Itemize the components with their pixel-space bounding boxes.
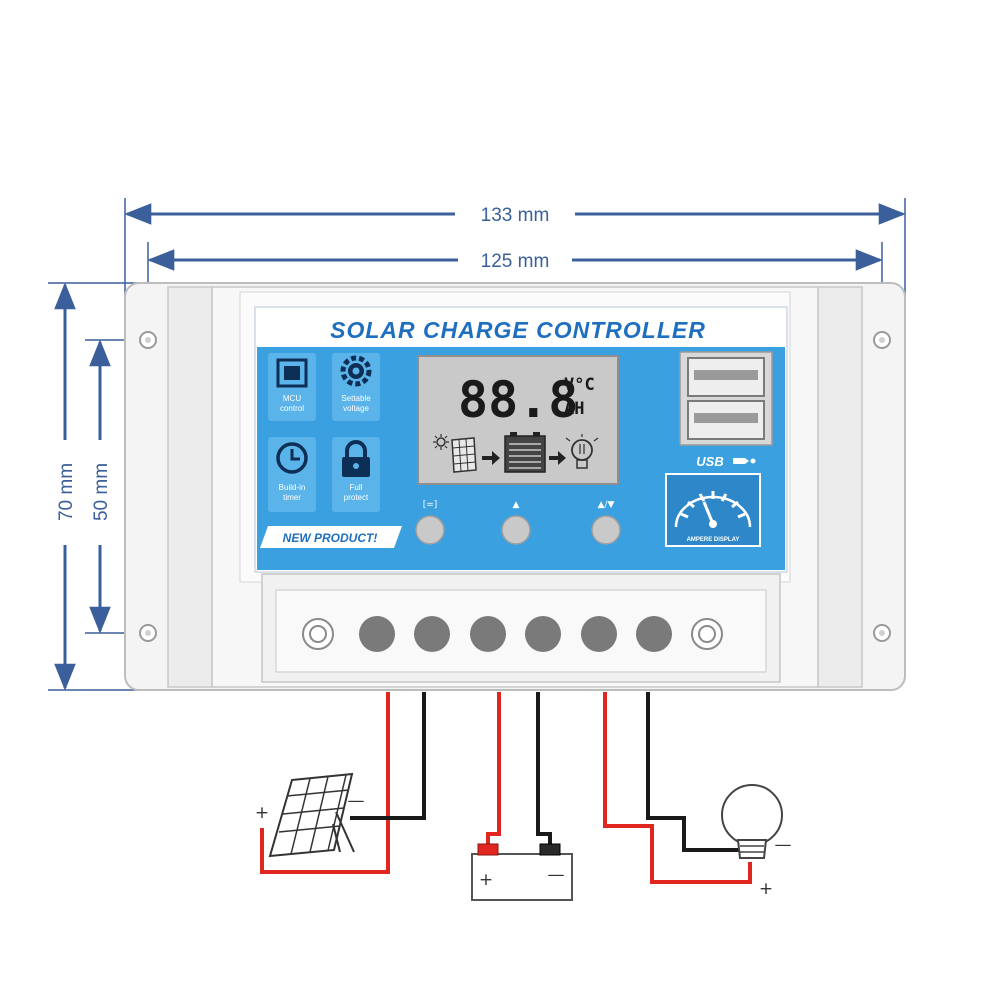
wiring (260, 692, 752, 884)
feature-timer-line1: Build-in (279, 483, 306, 492)
feature-timer-line2: timer (283, 493, 301, 502)
lcd-unit-top: V°C (564, 375, 595, 395)
lcd-display: 88.8 V°C AH (417, 355, 619, 485)
feature-mcu-line1: MCU (283, 394, 301, 403)
wire-battery-positive (486, 692, 501, 846)
wire-battery-negative (536, 692, 552, 846)
dimension-outer-width: 133 mm (124, 203, 906, 226)
mounting-holes (139, 331, 891, 642)
terminal-battery-plus[interactable] (470, 616, 506, 652)
faceplate: SOLAR CHARGE CONTROLLER MCU control Sett… (254, 306, 788, 573)
feature-settable-line2: voltage (343, 404, 369, 413)
ampere-label: AMPERE DISPLAY (687, 537, 740, 543)
solar-panel-illustration (268, 772, 355, 858)
lcd-digits: 88.8 (458, 371, 578, 429)
up-arrow-icon: ▲ (513, 500, 520, 510)
dimension-annotations: 133 mm 125 mm 70 mm 50 mm (48, 198, 906, 691)
menu-icon: [=] (423, 500, 438, 510)
inner-height-label: 50 mm (91, 463, 112, 521)
usb-label: USB (696, 454, 723, 469)
feature-settable-voltage: Settable voltage (332, 353, 380, 421)
terminal-solar-minus[interactable] (414, 616, 450, 652)
terminal-solar-plus[interactable] (359, 616, 395, 652)
ampere-gauge: AMPERE DISPLAY (665, 473, 761, 547)
inner-width-label: 125 mm (481, 251, 550, 272)
sun-icon (433, 434, 449, 450)
feature-mcu-line2: control (280, 404, 304, 413)
load-negative-label: — (775, 835, 792, 855)
solar-positive-label: + (255, 803, 269, 823)
lcd-unit-bottom: AH (564, 399, 584, 419)
usb-plug-icon (733, 458, 749, 464)
badge-label: NEW PRODUCT! (283, 531, 378, 545)
terminal-load-plus[interactable] (581, 616, 617, 652)
feature-protect-line1: Full (350, 483, 363, 492)
new-product-badge: NEW PRODUCT! (260, 526, 402, 548)
control-buttons: [=] ▲ ▲/▼ (415, 500, 621, 545)
battery-illustration (471, 843, 573, 901)
outer-height-label: 70 mm (56, 463, 77, 521)
dimension-outer-height: 70 mm (54, 282, 77, 691)
side-screw-left (302, 618, 334, 650)
outer-width-label: 133 mm (481, 205, 550, 226)
chip-icon (276, 358, 308, 388)
feature-settable-line1: Settable (341, 394, 371, 403)
battery-icon (504, 432, 546, 473)
side-screw-right (691, 618, 723, 650)
feature-timer: Build-in timer (268, 437, 316, 512)
battery-positive-label: + (479, 870, 493, 890)
dimension-inner-height: 50 mm (89, 339, 112, 634)
terminal-battery-minus[interactable] (525, 616, 561, 652)
wire-solar-negative (350, 692, 426, 820)
wire-load-positive (603, 692, 752, 884)
wire-load-negative (646, 692, 746, 852)
up-down-button[interactable] (591, 515, 621, 545)
solar-panel-icon (451, 437, 477, 473)
up-button[interactable] (501, 515, 531, 545)
arrow-right-icon (482, 451, 500, 465)
arrow-right-icon (549, 451, 566, 465)
dimension-inner-width: 125 mm (147, 249, 883, 272)
battery-negative-label: — (548, 865, 565, 885)
terminal-load-minus[interactable] (636, 616, 672, 652)
gear-icon (340, 355, 372, 387)
lock-icon (342, 440, 370, 477)
up-down-icon: ▲/▼ (598, 500, 615, 510)
clock-icon (276, 442, 308, 474)
feature-protect: Full protect (332, 437, 380, 512)
solar-negative-label: — (348, 791, 365, 811)
bulb-icon (565, 434, 599, 469)
feature-mcu: MCU control (268, 353, 316, 421)
device-title: SOLAR CHARGE CONTROLLER (330, 317, 706, 343)
usb-ports: USB (679, 351, 773, 469)
feature-protect-line2: protect (344, 493, 369, 502)
lightbulb-illustration (721, 784, 783, 859)
load-positive-label: + (759, 879, 773, 899)
terminal-block (261, 573, 781, 683)
menu-button[interactable] (415, 515, 445, 545)
wire-solar-positive (260, 692, 390, 874)
